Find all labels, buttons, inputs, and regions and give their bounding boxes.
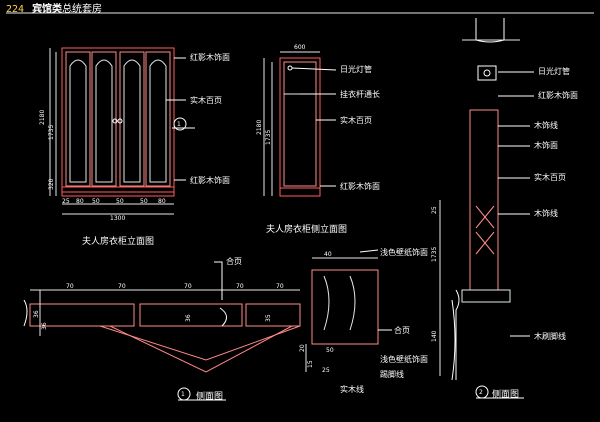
ceiling-break xyxy=(475,18,505,43)
section-hatch xyxy=(475,205,495,255)
wardrobe-side-elevation xyxy=(263,51,337,197)
plan-mid-dim-1: 36 xyxy=(185,314,192,322)
door-panel-4 xyxy=(145,51,171,187)
x-label-tube: 日光灯管 xyxy=(538,66,570,76)
dim-height-total: 2180 xyxy=(39,110,46,125)
side-top-dim: 600 xyxy=(294,44,306,51)
plan-right-dim-2: 15 xyxy=(307,360,314,368)
side-inner xyxy=(283,61,317,187)
plan-label-hinge-2: 合页 xyxy=(394,325,410,335)
plan-right-dim-1: 20 xyxy=(299,344,306,352)
x-dim-2: 1735 xyxy=(431,247,438,262)
category-title: 宾馆类 xyxy=(32,4,63,15)
drawing-header: 224 宾馆类总统套房 xyxy=(6,0,102,15)
x-label-moulding: 木饰线 xyxy=(534,120,558,130)
door-knob xyxy=(112,118,118,124)
page-number: 224 xyxy=(6,4,25,15)
side-leader-1 xyxy=(291,67,337,71)
louver-2 xyxy=(95,59,113,183)
dim-height-plinth: 320 xyxy=(48,178,55,190)
plan-mid-dim-2: 35 xyxy=(265,314,272,322)
wardrobe-elevation xyxy=(49,47,195,215)
label-wood-louver: 实木百页 xyxy=(190,95,222,105)
plan-leader-wallpaper xyxy=(359,249,379,253)
louver-3 xyxy=(123,59,141,183)
door-knob-2 xyxy=(117,118,123,124)
label-red-shadow-veneer-bottom: 红影木饰面 xyxy=(190,175,230,185)
plan-label-solid-moulding: 实木线 xyxy=(340,384,364,394)
label-red-shadow-veneer-top: 红影木饰面 xyxy=(190,52,230,62)
dim-w-6: 80 xyxy=(158,198,166,205)
fluorescent-tube xyxy=(287,65,293,71)
door-swing-v-2 xyxy=(109,325,293,373)
plan-left-dim-2: 36 xyxy=(41,322,48,330)
wall-hatch xyxy=(323,275,356,331)
x-section-marker-number: 2 xyxy=(479,389,483,396)
plan-dim-1: 70 xyxy=(66,283,74,290)
plan-label-hinge: 合页 xyxy=(226,256,242,266)
dim-height-louver: 1735 xyxy=(48,125,55,140)
dim-total-width: 1300 xyxy=(110,215,125,222)
door-swing-v xyxy=(99,325,301,361)
break-line-left xyxy=(23,299,28,327)
x-label-skirting: 木刷脚线 xyxy=(534,331,566,341)
side-outline xyxy=(279,57,321,197)
x-label-moulding-2: 木饰线 xyxy=(534,208,558,218)
plan-label-wallpaper-2: 浅色壁纸饰面 xyxy=(380,354,428,364)
skirting-block xyxy=(461,289,511,303)
dim-w-5: 50 xyxy=(140,198,148,205)
label-hanging-rail: 挂衣杆通长 xyxy=(340,89,380,99)
louver-1 xyxy=(69,59,87,183)
side-dim-height-total: 2180 xyxy=(256,120,263,135)
floor-break xyxy=(451,289,460,381)
x-dim-3: 140 xyxy=(431,330,438,342)
dim-w-3: 50 xyxy=(92,198,100,205)
dim-w-2: 80 xyxy=(76,198,84,205)
light-box xyxy=(477,65,497,81)
plan-dim-2: 70 xyxy=(118,283,126,290)
x-dim-1: 25 xyxy=(431,206,438,214)
dim-w-4: 50 xyxy=(116,198,124,205)
plan-wall-block xyxy=(311,269,379,345)
side-dim-height-louver: 1735 xyxy=(265,130,272,145)
plan-left-dim-1: 36 xyxy=(33,310,40,318)
elevation-title: 夫人房衣柜立面图 xyxy=(82,235,154,247)
plan-section xyxy=(23,249,392,401)
plan-right-dim-3: 50 xyxy=(326,347,334,354)
plan-label-skirting: 踢脚线 xyxy=(380,369,404,379)
section-body xyxy=(469,109,499,291)
section-marker xyxy=(173,117,187,131)
plan-section-marker-number: 1 xyxy=(181,391,185,398)
plan-dim-3: 70 xyxy=(184,283,192,290)
plan-label-wallpaper: 浅色壁纸饰面 xyxy=(380,247,428,257)
label-side-louver: 实木百页 xyxy=(340,115,372,125)
door-panel-1 xyxy=(65,51,91,187)
cross-section xyxy=(439,18,534,399)
plan-dim-6: 40 xyxy=(324,251,332,258)
x-label-veneer: 红影木饰面 xyxy=(538,90,578,100)
x-label-wood-face: 木饰面 xyxy=(534,140,558,150)
plan-panel-left xyxy=(29,303,135,327)
x-label-louver: 实木百页 xyxy=(534,172,566,182)
plan-dim-4: 70 xyxy=(236,283,244,290)
plan-section-title: 侧面图 xyxy=(196,390,223,402)
dim-w-1: 25 xyxy=(62,198,70,205)
plan-leader-hinge xyxy=(214,261,223,300)
label-fluorescent-tube: 日光灯管 xyxy=(340,64,372,74)
hinge-mark xyxy=(219,307,227,327)
suite-title: 总统套房 xyxy=(62,4,103,15)
plan-dim-5: 70 xyxy=(276,283,284,290)
plan-panel-right xyxy=(245,303,301,327)
plan-panel-mid xyxy=(139,303,243,327)
section-marker-number: 1 xyxy=(177,121,181,128)
tube-symbol xyxy=(483,69,491,77)
side-elevation-title: 夫人房衣柜侧立面图 xyxy=(266,223,347,235)
label-side-veneer: 红影木饰面 xyxy=(340,181,380,191)
x-section-title: 侧面图 xyxy=(492,388,519,400)
plan-right-dim-4: 25 xyxy=(322,367,330,374)
louver-4 xyxy=(149,59,167,183)
